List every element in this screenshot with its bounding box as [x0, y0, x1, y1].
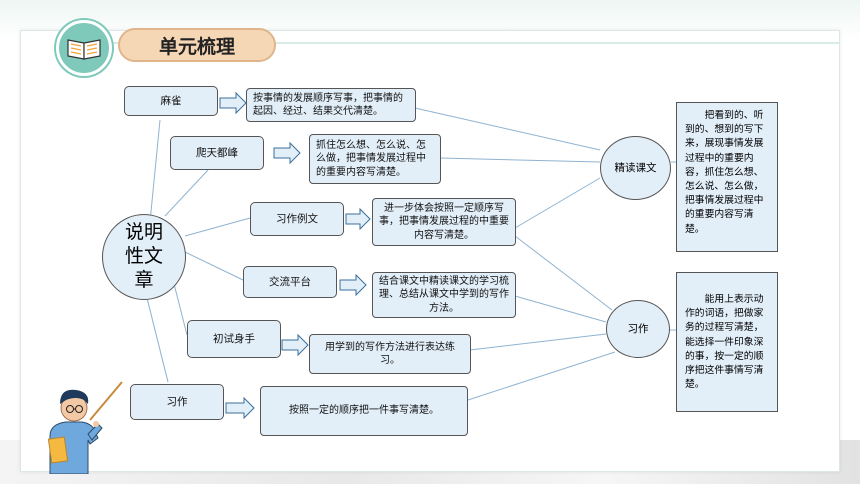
arrow-6 — [225, 396, 255, 420]
group-summary: 能用上表示动作的词语，把做家务的过程写清楚，能选择一件印象深的事，按一定的顺序把… — [676, 272, 778, 412]
section-desc-text: 结合课文中精读课文的学习梳理、总结从课文中学到的写作方法。 — [379, 275, 509, 314]
section-desc: 按事情的发展顺序写事，把事情的起因、经过、结果交代清楚。 — [246, 88, 416, 122]
section-label-text: 交流平台 — [269, 275, 311, 288]
page-title: 单元梳理 — [118, 28, 276, 62]
section-label-text: 习作 — [166, 395, 188, 408]
arrow-5 — [281, 333, 309, 357]
section-desc: 结合课文中精读课文的学习梳理、总结从课文中学到的写作方法。 — [372, 272, 516, 318]
arrow-3 — [345, 207, 371, 231]
section-label: 交流平台 — [243, 266, 337, 298]
section-desc-text: 进一步体会按照一定顺序写事，把事情发展过程的中重要内容写清楚。 — [379, 202, 509, 241]
section-label-text: 初试身手 — [213, 332, 255, 345]
group-node: 习作 — [606, 300, 670, 358]
section-desc-text: 按事情的发展顺序写事，把事情的起因、经过、结果交代清楚。 — [253, 92, 403, 118]
center-topic-text: 说明性文章 — [124, 221, 163, 291]
header-band — [60, 42, 840, 44]
section-desc-text: 抓住怎么想、怎么说、怎么做，把事情发展过程中的重要内容写清楚。 — [316, 139, 426, 178]
book-icon — [56, 20, 112, 76]
section-desc-text: 按照一定的顺序把一件事写清楚。 — [289, 405, 439, 417]
section-desc: 进一步体会按照一定顺序写事，把事情发展过程的中重要内容写清楚。 — [372, 198, 516, 246]
arrow-1 — [219, 91, 247, 115]
center-topic: 说明性文章 — [102, 214, 186, 300]
arrow-2 — [273, 141, 301, 165]
section-label: 麻雀 — [124, 86, 218, 116]
teacher-illustration — [47, 381, 123, 474]
section-label-text: 习作例文 — [276, 212, 318, 225]
section-label: 初试身手 — [187, 320, 281, 358]
group-node-text: 精读课文 — [614, 161, 657, 174]
group-node: 精读课文 — [600, 136, 671, 200]
group-summary: 把看到的、听到的、想到的写下来，展现事情发展过程中的重要内容，抓住怎么想、怎么说… — [676, 102, 778, 252]
section-desc: 用学到的写作方法进行表达练习。 — [309, 334, 471, 374]
section-label-text: 麻雀 — [160, 94, 182, 107]
section-label: 习作 — [130, 384, 224, 420]
group-node-text: 习作 — [627, 322, 649, 335]
arrow-4 — [339, 273, 367, 297]
section-desc: 抓住怎么想、怎么说、怎么做，把事情发展过程中的重要内容写清楚。 — [309, 134, 441, 184]
section-label-text: 爬天都峰 — [196, 146, 238, 159]
section-desc: 按照一定的顺序把一件事写清楚。 — [260, 386, 468, 436]
section-desc-text: 用学到的写作方法进行表达练习。 — [325, 341, 455, 367]
page-title-text: 单元梳理 — [158, 35, 235, 58]
section-label: 爬天都峰 — [170, 136, 264, 170]
section-label: 习作例文 — [250, 202, 344, 236]
